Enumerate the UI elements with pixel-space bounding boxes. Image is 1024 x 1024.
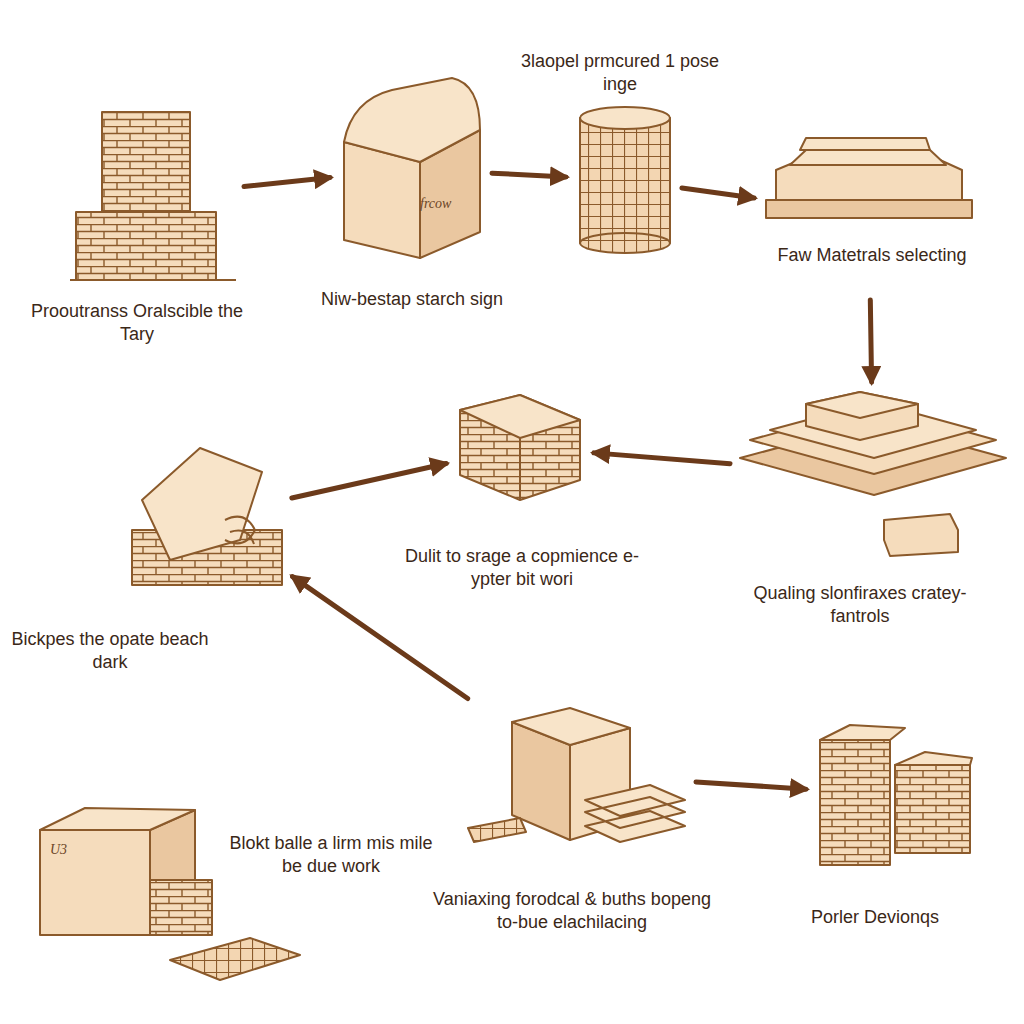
- crate-and-tiles: [150, 880, 212, 935]
- brick-wall: [102, 112, 190, 212]
- process-step: Dulit to srage a copmience e-ypter bit w…: [454, 390, 586, 504]
- shipping-box: [512, 708, 630, 745]
- brick-cylinder: [580, 107, 670, 253]
- box-marking: frcow: [420, 196, 470, 212]
- step-caption: Porler Devionqs: [772, 906, 978, 929]
- layered-platform: [740, 392, 1006, 556]
- brick-stacks: [820, 740, 890, 865]
- brick-block: [519, 438, 521, 500]
- brick-cylinder: [580, 107, 670, 129]
- brick-stacks: [820, 725, 972, 865]
- process-step: 3laopel prmcured 1 pose inge: [574, 104, 676, 256]
- brick-wall: [70, 279, 236, 281]
- step-caption: Vaniaxing forodcal & buths bopeng to-bue…: [430, 888, 714, 934]
- process-step: Faw Matetrals selecting: [762, 134, 976, 294]
- stacked-slabs: [800, 138, 930, 150]
- bale-pile: [225, 517, 255, 544]
- step-caption: Prooutranss Oralscible the Tary: [22, 300, 252, 346]
- process-step: Blokt balle a lirm mis mile be due workU…: [36, 802, 304, 984]
- flow-arrow: [244, 178, 330, 187]
- flow-arrow: [870, 300, 871, 382]
- brick-stacks: [895, 765, 970, 853]
- shipping-box: [585, 785, 685, 842]
- layered-platform: [884, 514, 958, 556]
- step-caption: Dulit to srage a copmience e-ypter bit w…: [400, 545, 644, 591]
- step-caption: Niw-bestap starch sign: [312, 288, 512, 311]
- process-step: Qualing slonfiraxes cratey-fantrols: [736, 390, 1010, 560]
- step-caption: Faw Matetrals selecting: [772, 244, 972, 267]
- process-step: Bickpes the opate beach dark: [128, 444, 286, 590]
- flow-arrow: [682, 188, 754, 198]
- flow-arrow: [594, 453, 730, 464]
- flow-arrow: [492, 173, 566, 177]
- brick-cylinder: [580, 118, 670, 243]
- brick-cylinder: [580, 233, 670, 253]
- stacked-slabs: [766, 138, 972, 218]
- brick-block: [460, 395, 580, 438]
- process-step: Porler Devionqs: [814, 720, 976, 870]
- brick-wall: [70, 112, 236, 280]
- step-caption: Bickpes the opate beach dark: [10, 628, 210, 674]
- bale-pile: [132, 448, 282, 585]
- process-step: Prooutranss Oralscible the Tary: [70, 108, 238, 284]
- brick-stacks: [820, 725, 905, 740]
- brick-block: [460, 395, 580, 500]
- shipping-box: [468, 818, 526, 842]
- flow-arrow: [293, 577, 468, 699]
- brick-wall: [76, 212, 216, 280]
- shipping-box: [468, 708, 685, 842]
- storage-box: [344, 78, 480, 162]
- stacked-slabs: [790, 150, 946, 165]
- step-caption: 3laopel prmcured 1 pose inge: [510, 50, 730, 96]
- process-step: Niw-bestap starch signfrcow: [338, 76, 486, 262]
- layered-platform: [806, 392, 918, 440]
- illustration: [40, 78, 1006, 980]
- stacked-slabs: [766, 200, 972, 218]
- brick-stacks: [895, 752, 972, 765]
- box-marking: U3: [50, 842, 90, 858]
- storage-box: [344, 78, 480, 258]
- step-caption: Qualing slonfiraxes cratey-fantrols: [748, 582, 972, 628]
- process-step: Vaniaxing forodcal & buths bopeng to-bue…: [462, 702, 690, 846]
- brick-block: [460, 395, 580, 500]
- crate-and-tiles: [40, 808, 195, 830]
- step-caption: Blokt balle a lirm mis mile be due work: [226, 832, 436, 878]
- bale-pile: [142, 448, 262, 560]
- layered-platform: [806, 392, 918, 418]
- crate-and-tiles: [40, 830, 150, 935]
- flow-arrow: [292, 464, 446, 499]
- flow-arrow: [696, 782, 806, 789]
- crate-and-tiles: [170, 938, 300, 980]
